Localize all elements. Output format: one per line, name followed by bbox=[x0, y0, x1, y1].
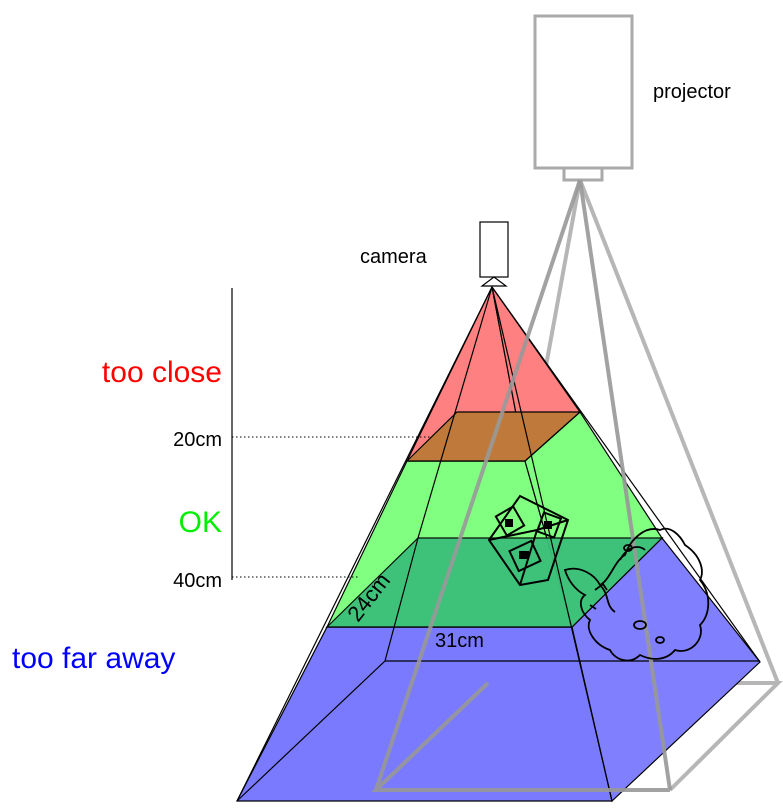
too-far-label: too far away bbox=[12, 642, 175, 675]
plant-outline-icon bbox=[563, 527, 710, 662]
width-31cm-label: 31cm bbox=[435, 630, 484, 652]
zone-too-close bbox=[405, 285, 582, 463]
projector-body bbox=[533, 14, 634, 170]
camera-body bbox=[479, 221, 509, 278]
green-zone-40cm-plane bbox=[325, 537, 664, 628]
blue-zone-front-face bbox=[236, 626, 613, 802]
camera bbox=[479, 221, 509, 287]
too-close-label: too close bbox=[102, 356, 222, 389]
camera-frustum-edges bbox=[236, 286, 761, 802]
mark-20cm-label: 20cm bbox=[173, 429, 222, 451]
projection-frustum-front bbox=[371, 179, 672, 792]
projector-lens bbox=[562, 166, 604, 182]
projector bbox=[533, 14, 634, 182]
distance-scale bbox=[231, 288, 432, 580]
mark-40cm-label: 40cm bbox=[173, 570, 222, 592]
fiducial-cube-icon bbox=[487, 494, 570, 587]
camera-lens bbox=[480, 276, 508, 287]
ok-label: OK bbox=[179, 506, 222, 539]
projector-label: projector bbox=[653, 81, 731, 103]
camera-label: camera bbox=[360, 246, 428, 268]
